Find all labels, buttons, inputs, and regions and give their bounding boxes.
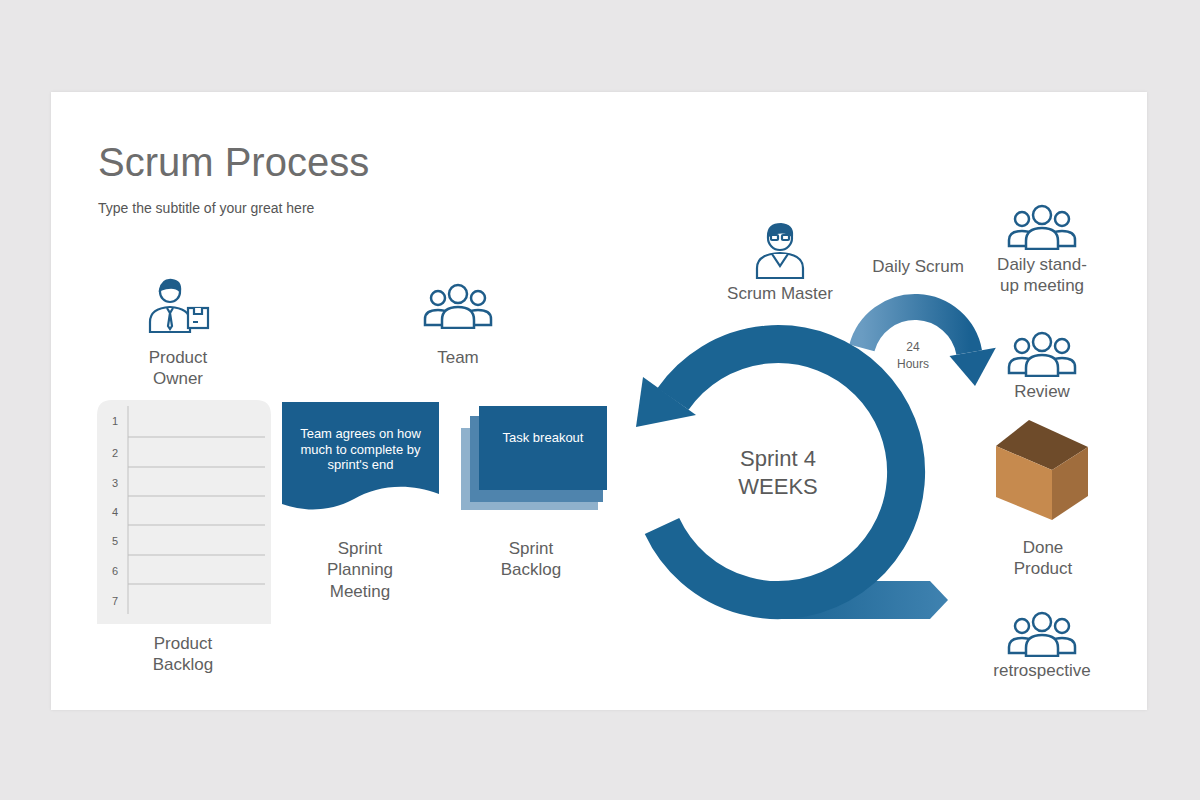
- cube-front: [996, 446, 1052, 520]
- team-icon: [425, 285, 491, 328]
- tie: [167, 308, 173, 329]
- sprint-arc: [662, 344, 906, 600]
- team-icon: [1009, 333, 1075, 376]
- stack-outline: [461, 406, 607, 516]
- row-number: 5: [105, 535, 125, 549]
- planning-card: Team agrees on how much to complete by s…: [282, 402, 439, 602]
- node-caption: Done Product: [998, 537, 1088, 580]
- scrum-master-icon: [757, 224, 803, 278]
- cube-side: [1052, 447, 1088, 520]
- product-owner-icon: [150, 280, 208, 332]
- team-icon: [1009, 206, 1075, 249]
- wave-shape: [282, 402, 439, 509]
- parcel: [188, 308, 208, 328]
- daily-cycle-arrowhead: [950, 348, 996, 386]
- backlog-row-line: [128, 554, 265, 555]
- product-box: Done Product: [990, 418, 1096, 578]
- text-label: 24 Hours: [891, 339, 935, 373]
- text-label: retrospective: [977, 660, 1107, 681]
- node-caption: Sprint Planning Meeting: [315, 538, 405, 602]
- row-number: 6: [105, 565, 125, 579]
- text-label: Review: [992, 381, 1092, 402]
- backlog-row-line: [128, 466, 265, 467]
- backlog-row-line: [128, 436, 265, 437]
- text-label: Product Owner: [133, 347, 223, 390]
- backlog-sheet: [97, 400, 271, 624]
- cycle-label: Sprint 4 WEEKS: [718, 445, 838, 500]
- backlog-row-line: [128, 495, 265, 496]
- row-number: 2: [105, 447, 125, 461]
- task-stack: Task breakoutSprint Backlog: [461, 406, 607, 586]
- hair: [160, 280, 180, 291]
- row-number: 1: [105, 415, 125, 429]
- glasses: [782, 235, 789, 240]
- backlog-row-line: [128, 583, 265, 584]
- text-label: Scrum Master: [710, 283, 850, 304]
- text-label: Type the subtitle of your great here: [98, 200, 518, 218]
- row-number: 7: [105, 595, 125, 609]
- backlog-outline: [97, 400, 271, 624]
- text-label: Team: [418, 347, 498, 368]
- text-label: Daily stand-up meeting: [990, 254, 1094, 297]
- node-caption: Product Backlog: [138, 633, 228, 676]
- cube-outline: [990, 418, 1096, 524]
- backlog-list: Product Backlog: [97, 400, 271, 680]
- sprint-arrowhead: [636, 377, 696, 427]
- slide-title: Scrum Process: [98, 140, 369, 184]
- glasses: [771, 235, 778, 240]
- row-number: 3: [105, 477, 125, 491]
- parcel-tape: [193, 308, 202, 322]
- card-text: Team agrees on how much to complete by s…: [290, 426, 431, 473]
- backlog-row-line: [128, 524, 265, 525]
- person-body: [757, 253, 803, 278]
- stack-sheet: [479, 406, 607, 490]
- planning-outline: [282, 402, 439, 512]
- row-number: 4: [105, 506, 125, 520]
- card-text: Task breakout: [489, 430, 597, 446]
- person-body: [150, 307, 190, 332]
- text-label: Daily Scrum: [853, 256, 983, 277]
- collar: [772, 254, 788, 266]
- node-caption: Sprint Backlog: [486, 538, 576, 581]
- team-icon: [1009, 613, 1075, 656]
